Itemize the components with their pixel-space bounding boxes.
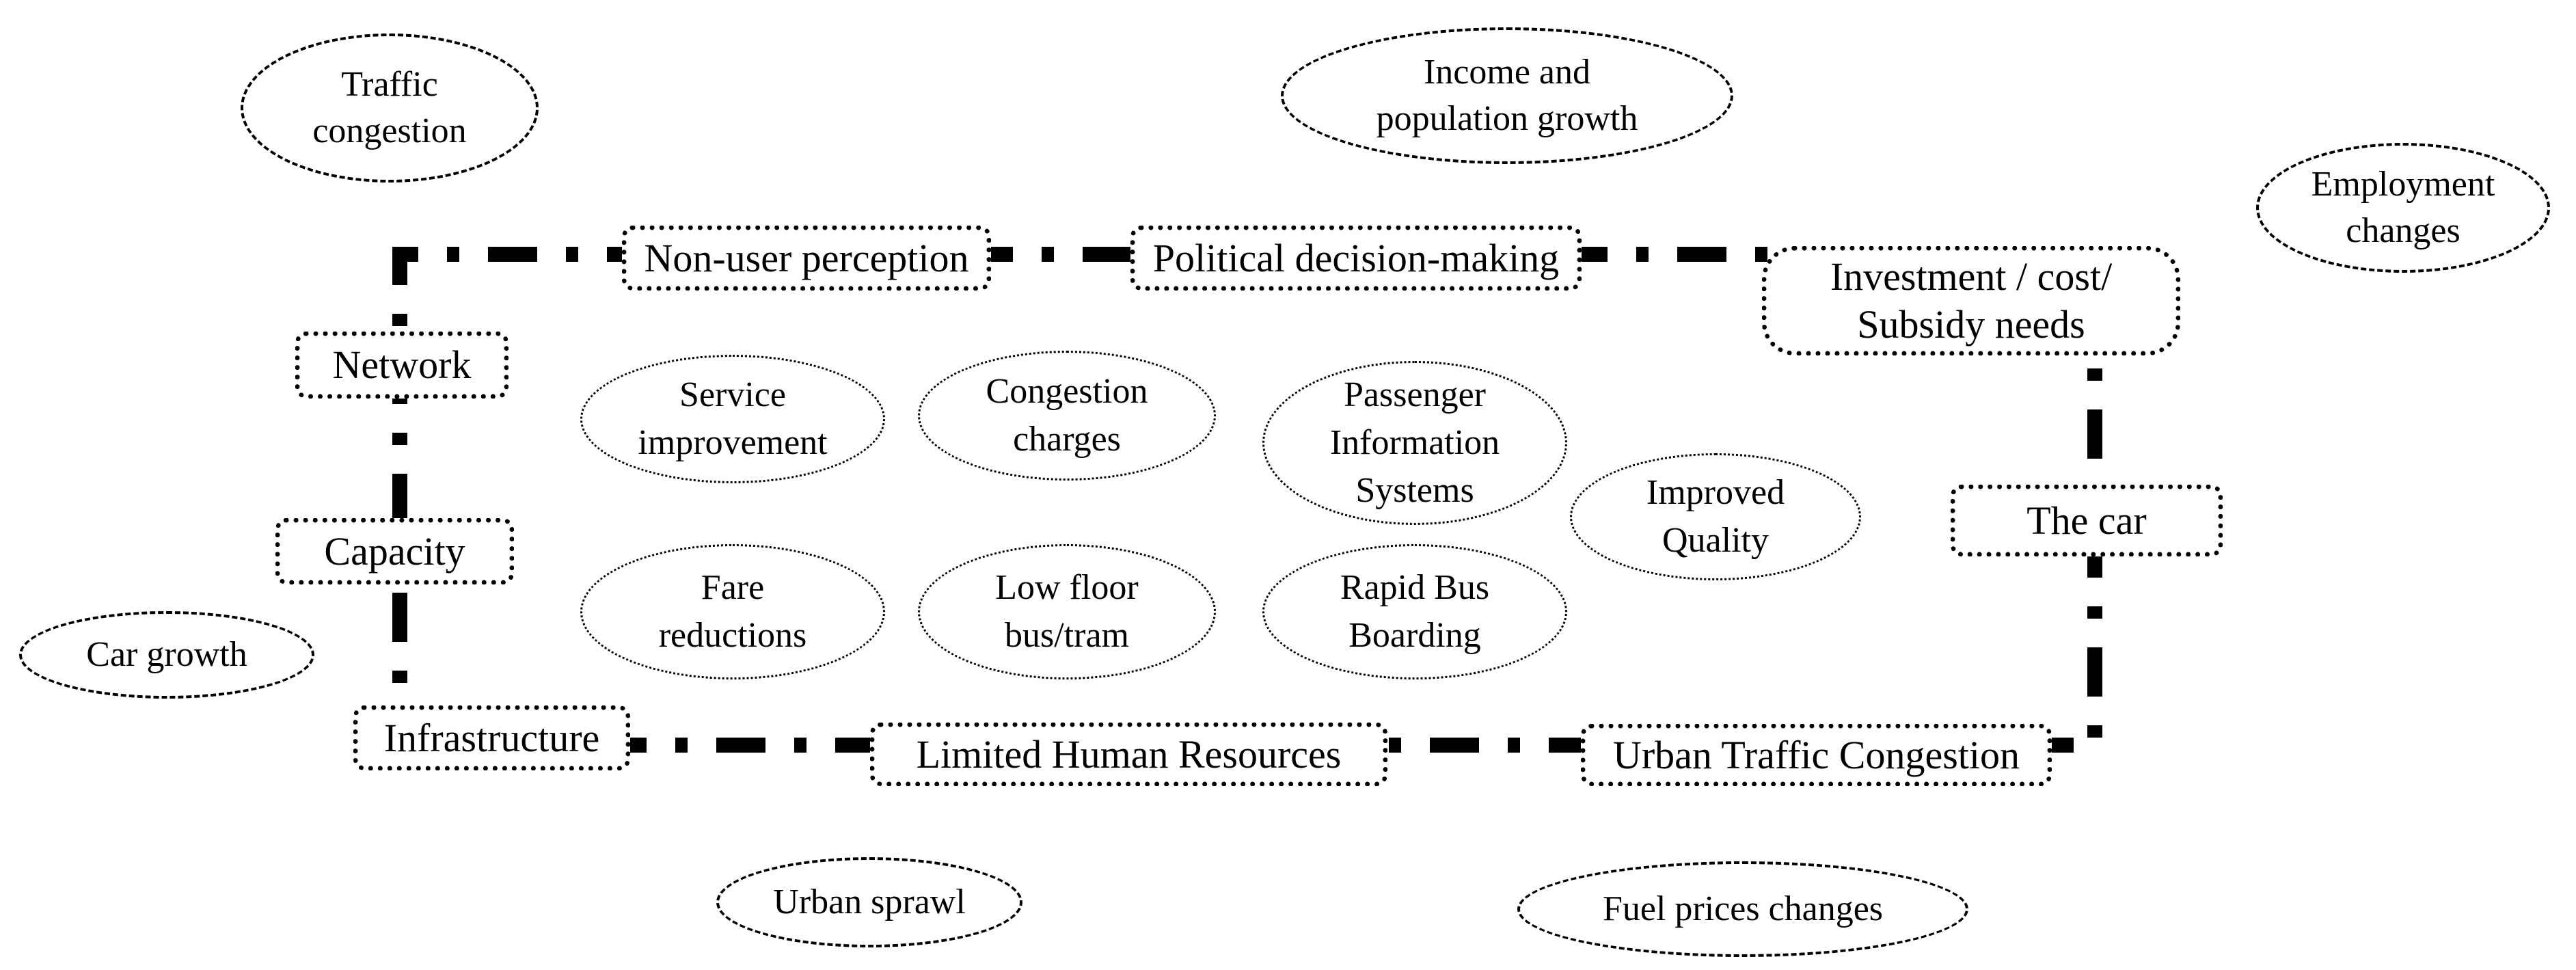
node-label: Infrastructure [383, 715, 600, 760]
node-label: Limited Human Resources [916, 731, 1342, 777]
node-label: Improved Quality [1646, 472, 1785, 560]
node-label: Income and population growth [1376, 53, 1638, 138]
node-improved-quality: Improved Quality [1570, 453, 1861, 580]
node-political-decision-making: Political decision-making [1130, 226, 1582, 291]
node-label: Urban sprawl [773, 883, 966, 922]
node-label: Rapid Bus Boarding [1340, 567, 1490, 655]
node-label: Employment changes [2311, 165, 2495, 250]
node-network: Network [295, 332, 509, 399]
node-label: Congestion charges [986, 371, 1148, 459]
node-employment-changes: Employment changes [2256, 143, 2550, 273]
node-label: Fuel prices changes [1602, 889, 1884, 929]
node-label: Network [332, 342, 472, 388]
node-the-car: The car [1951, 485, 2223, 556]
node-label: Capacity [324, 528, 465, 574]
node-income-population-growth: Income and population growth [1281, 27, 1733, 164]
node-fare-reductions: Fare reductions [580, 544, 885, 679]
node-investment-cost-subsidy-needs: Investment / cost/ Subsidy needs [1762, 246, 2180, 355]
node-rapid-bus-boarding: Rapid Bus Boarding [1262, 544, 1567, 679]
node-label: Low floor bus/tram [995, 567, 1139, 655]
node-passenger-information-systems: Passenger Information Systems [1262, 361, 1567, 525]
node-capacity: Capacity [275, 518, 514, 584]
node-urban-sprawl: Urban sprawl [716, 857, 1022, 947]
node-label: Political decision-making [1152, 235, 1560, 280]
node-service-improvement: Service improvement [580, 355, 885, 483]
node-urban-traffic-congestion: Urban Traffic Congestion [1581, 724, 2052, 786]
node-label: Urban Traffic Congestion [1612, 732, 2020, 777]
node-label: Investment / cost/ Subsidy needs [1830, 254, 2113, 347]
node-label: Traffic congestion [312, 65, 467, 150]
node-non-user-perception: Non-user perception [622, 226, 991, 291]
node-label: Service improvement [638, 375, 828, 462]
node-fuel-prices-changes: Fuel prices changes [1517, 861, 1968, 957]
node-label: The car [2026, 498, 2147, 543]
node-label: Fare reductions [658, 567, 807, 655]
node-traffic-congestion: Traffic congestion [241, 33, 539, 183]
node-limited-human-resources: Limited Human Resources [870, 723, 1387, 786]
node-label: Car growth [86, 635, 247, 675]
node-car-growth: Car growth [19, 611, 314, 699]
node-label: Non-user perception [644, 235, 969, 280]
node-congestion-charges: Congestion charges [918, 351, 1216, 481]
node-label: Passenger Information Systems [1329, 375, 1500, 511]
node-low-floor-bus-tram: Low floor bus/tram [918, 544, 1216, 679]
node-infrastructure: Infrastructure [353, 705, 630, 770]
